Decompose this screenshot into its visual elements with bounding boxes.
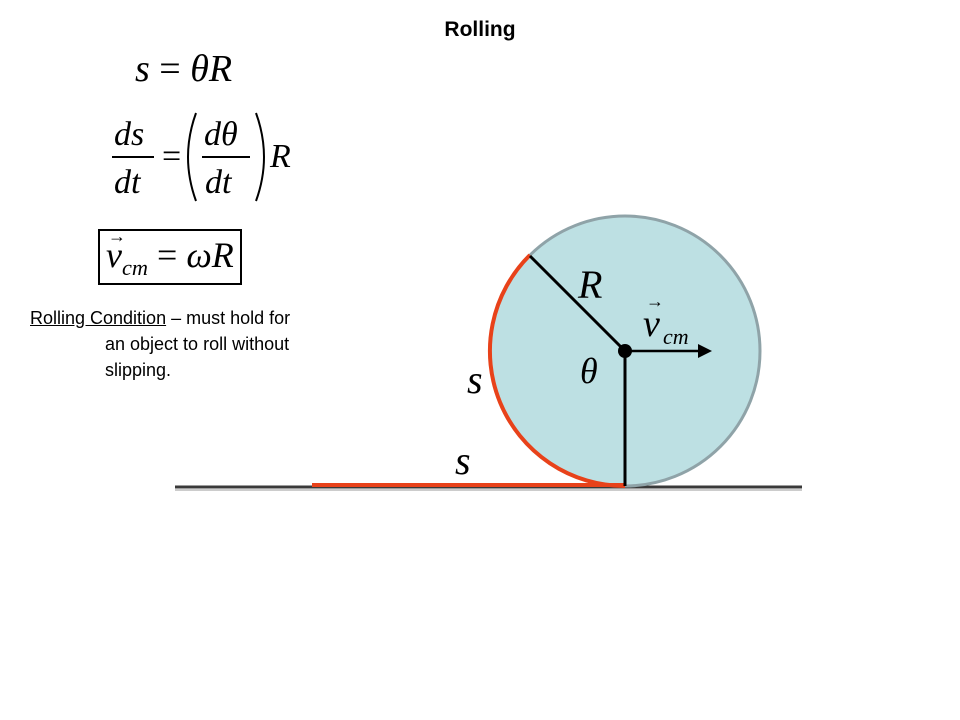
label-velocity-v: v [643,303,660,345]
eq3-v-arrow: → [108,226,126,246]
slide-title: Rolling [444,18,516,41]
caption-line1-rest: – must hold for [166,308,291,328]
eq2-dt-left: dt [114,164,142,201]
caption-term: Rolling Condition [30,308,167,328]
eq1-r: R [208,48,233,90]
velocity-arrow-head [698,344,712,358]
eq1-s: s [135,48,150,90]
caption-line2: an object to roll without [105,334,290,354]
equation-derivative: ds dt = dθ dt R [112,112,291,202]
label-velocity-arrow: → [646,291,664,311]
wheel-center-dot [618,344,632,358]
label-velocity-sub: cm [663,324,689,349]
label-radius-r: R [577,262,602,307]
label-arc-s: s [467,357,483,402]
eq3-v: →v [106,227,126,275]
eq2-equals: = [162,138,181,175]
equation-arc-length: s = θR [135,50,232,88]
eq2-dt-right: dt [205,164,233,201]
eq3-equals: = [157,235,178,275]
caption-line3: slipping. [105,360,172,380]
eq1-equals: = [159,48,181,90]
eq3-sub: cm [121,254,149,280]
eq1-theta: θ [190,48,209,90]
eq3-r: R [211,235,234,275]
eq2-dtheta: dθ [204,116,238,153]
arc-s [487,253,626,488]
label-ground-s: s [455,438,471,483]
eq2-paren-left [187,112,197,202]
eq2-r: R [269,138,291,175]
eq2-paren-right [255,112,265,202]
rolling-condition-caption: Rolling Condition – must hold for an obj… [30,305,390,383]
radius-line-r [528,254,627,353]
equation-rolling-condition-box: →vcm = ωR [98,227,242,286]
eq2-ds: ds [114,116,144,153]
eq3-omega: ω [186,235,212,275]
label-angle-theta: θ [580,351,598,391]
eq3-v-letter: v [106,235,122,275]
